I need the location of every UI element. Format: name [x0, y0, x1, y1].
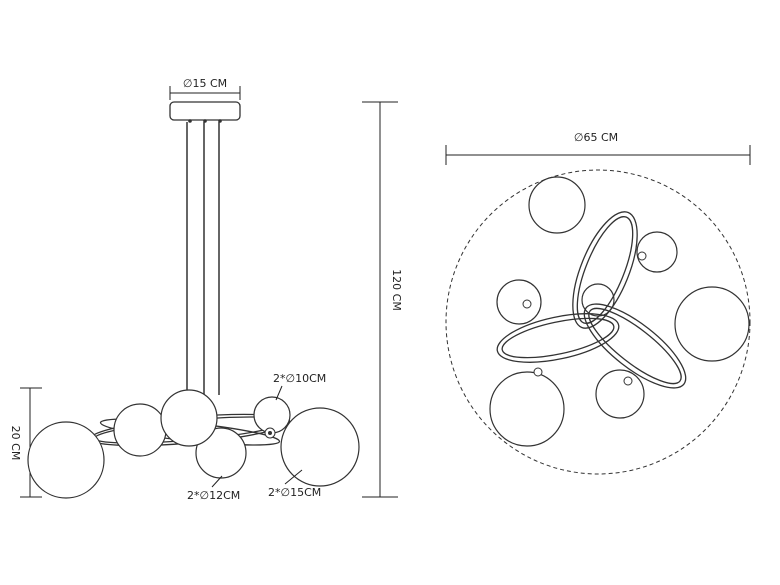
top-view: ∅65 CM: [445, 131, 751, 475]
body-height-label: 20 CM: [9, 426, 22, 461]
small-globe-right: [253, 396, 291, 434]
body-height-dimension-line: [20, 387, 42, 498]
medium-globe-front: [195, 427, 247, 479]
height-dimension-line: [362, 101, 398, 498]
canopy-dimension-line: [169, 86, 241, 100]
top-globe-lower-center: [595, 369, 645, 419]
leader-lines: [211, 385, 303, 488]
large-globe-left: [27, 421, 105, 499]
top-globe-upper-right: [636, 231, 678, 273]
top-sockets: [522, 251, 647, 386]
overall-outline-circle: [445, 169, 751, 475]
height-label: 120 CM: [390, 269, 403, 311]
medium-globe-center: [160, 389, 218, 447]
overall-diameter-label: ∅65 CM: [574, 131, 618, 144]
top-rings: [496, 211, 687, 389]
top-globe-left: [496, 279, 542, 325]
canopy-diameter-label: ∅15 CM: [183, 77, 227, 90]
large-globe-label: 2*∅15CM: [268, 486, 321, 499]
globe-socket: [264, 427, 276, 439]
small-globe-label: 2*∅10CM: [273, 372, 326, 385]
large-globe-right: [280, 407, 360, 487]
suspension-rods: [186, 122, 220, 400]
medium-globe-label: 2*∅12CM: [187, 489, 240, 502]
top-globe-lower-left: [489, 371, 565, 447]
top-globe-right: [674, 286, 750, 362]
side-view: ∅15 CM 120 CM 20 CM: [9, 77, 403, 502]
top-globe-upper-left: [528, 176, 586, 234]
small-globe-left: [113, 403, 167, 457]
overall-dimension-line: [445, 145, 751, 165]
ceiling-canopy: [169, 101, 241, 123]
